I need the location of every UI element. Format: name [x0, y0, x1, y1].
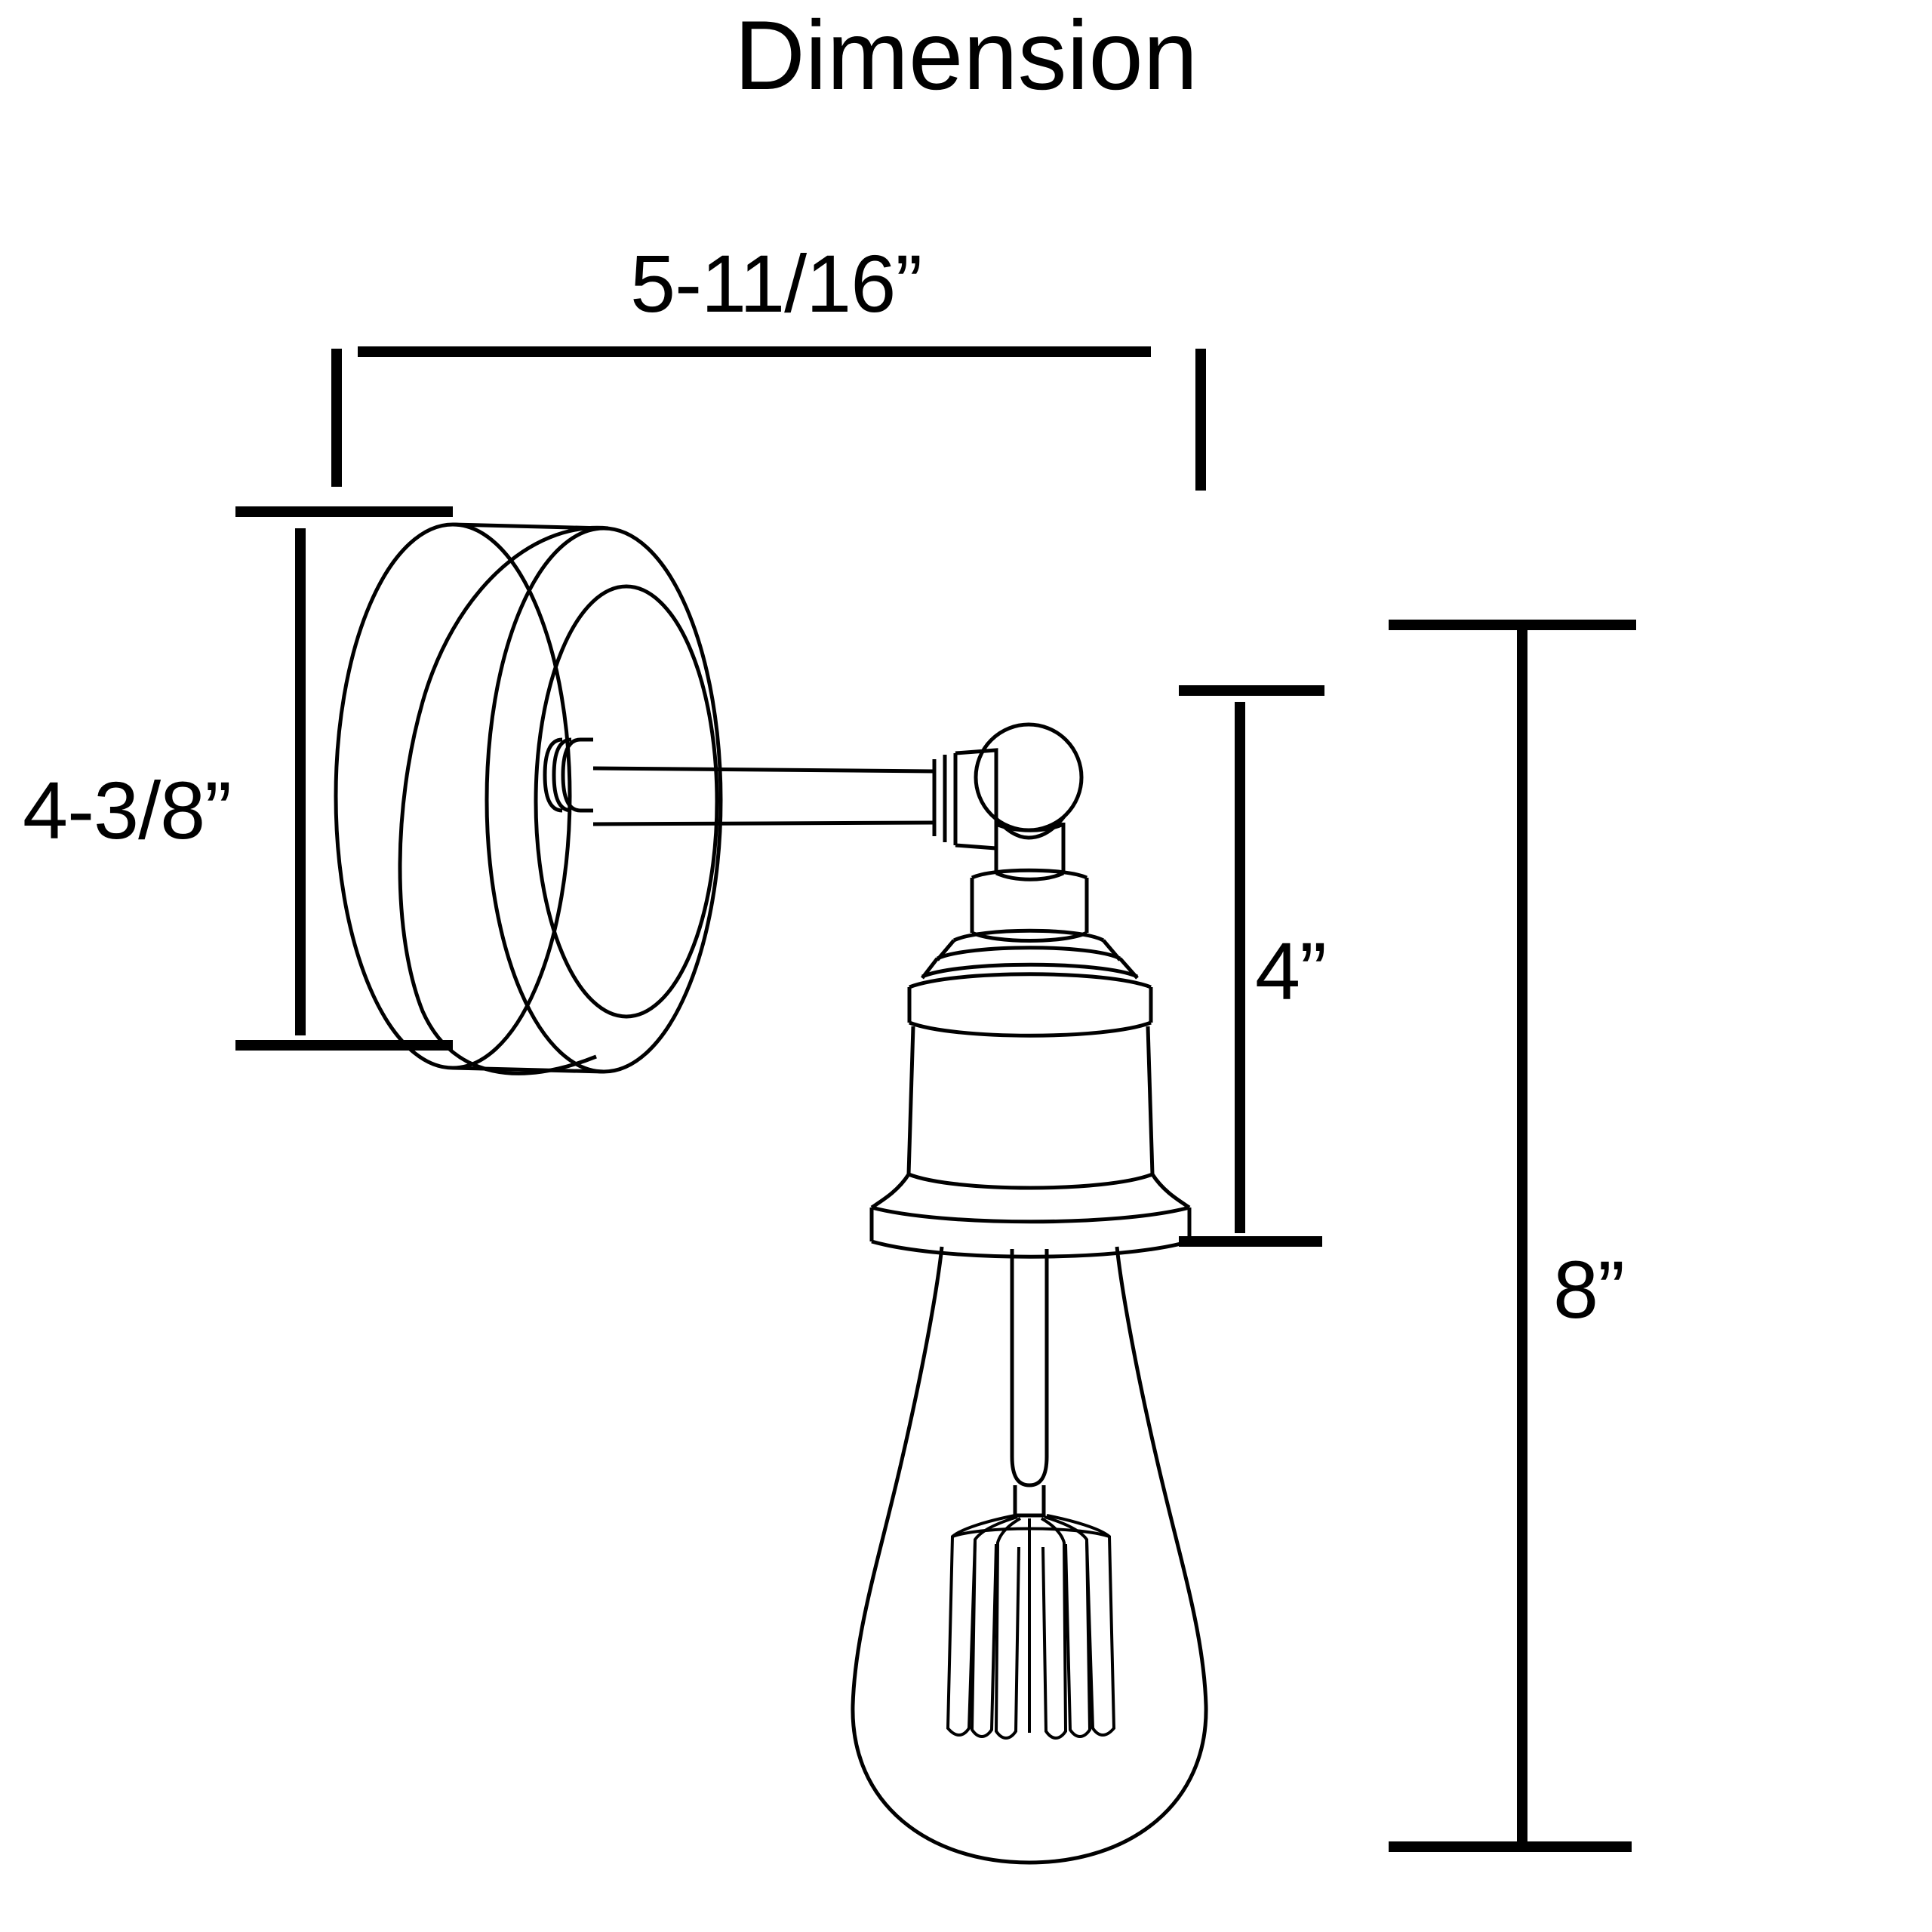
filament-cage — [946, 1514, 1116, 1740]
fixture-outline-group — [334, 522, 1208, 1865]
arm-collar-ring-2 — [552, 737, 572, 813]
socket-neck-bottom — [995, 871, 1065, 881]
socket-ridge-link-left-1 — [936, 939, 955, 961]
filament-wire-6 — [1046, 1514, 1116, 1737]
socket-collar-bottom — [971, 931, 1088, 943]
filament-wire-2 — [970, 1515, 1018, 1738]
arm-tube-top — [592, 766, 935, 774]
width-dimension-label: 5-11/16” — [630, 238, 922, 329]
socket-ridge-link-left-2 — [921, 957, 939, 980]
socket-body-bottom — [908, 1172, 1153, 1190]
projection-dimension-label: 4” — [1255, 925, 1327, 1017]
filament-wire-1 — [946, 1514, 1016, 1737]
arm-tube-bottom — [592, 820, 935, 826]
socket-band-top — [909, 972, 1152, 989]
socket-ridge-3 — [921, 962, 1139, 979]
canopy-top-edge — [452, 522, 605, 531]
dimension-lines-group — [235, 346, 1636, 1852]
canopy-bottom-edge — [452, 1066, 605, 1074]
page-title: Dimension — [734, 0, 1198, 110]
socket-band-bottom — [909, 1020, 1152, 1038]
base-ring-bottom — [871, 1239, 1190, 1259]
socket-body-right — [1146, 1026, 1155, 1175]
arm-end-collar-body — [955, 748, 998, 851]
filament-top-arc — [952, 1527, 1110, 1538]
filament-wire-5 — [1044, 1515, 1092, 1738]
ball-joint — [974, 722, 1084, 832]
base-flare-right — [1150, 1173, 1191, 1210]
bulb-stem-tube — [1010, 1249, 1049, 1487]
canopy-back-rim-upper — [398, 525, 609, 1075]
total-dimension-label: 8” — [1553, 1244, 1625, 1335]
arm-collar-ring-3 — [561, 737, 581, 813]
base-flare-mid — [871, 1205, 1190, 1224]
base-flare-left — [870, 1173, 911, 1210]
socket-ridge-1 — [952, 928, 1105, 943]
socket-ridge-link-right-1 — [1102, 939, 1121, 961]
filament-wire-4 — [1041, 1517, 1068, 1740]
socket-neck-top — [995, 822, 1065, 832]
socket-collar-top — [971, 868, 1088, 880]
arm-collar-cap — [580, 737, 593, 813]
socket-ridge-link-right-2 — [1118, 957, 1139, 980]
socket-body-left — [906, 1026, 915, 1175]
height-dimension-label: 4-3/8” — [23, 764, 232, 856]
arm-collar-ring-1 — [543, 737, 563, 813]
bulb-glass-outline — [851, 1246, 1208, 1865]
filament-wire-3 — [994, 1517, 1021, 1740]
socket-ridge-2 — [936, 946, 1121, 961]
bulb-stem-cap — [1013, 1485, 1046, 1518]
canopy-inner-ring — [534, 584, 719, 1019]
canopy-front-ellipse — [485, 526, 723, 1074]
